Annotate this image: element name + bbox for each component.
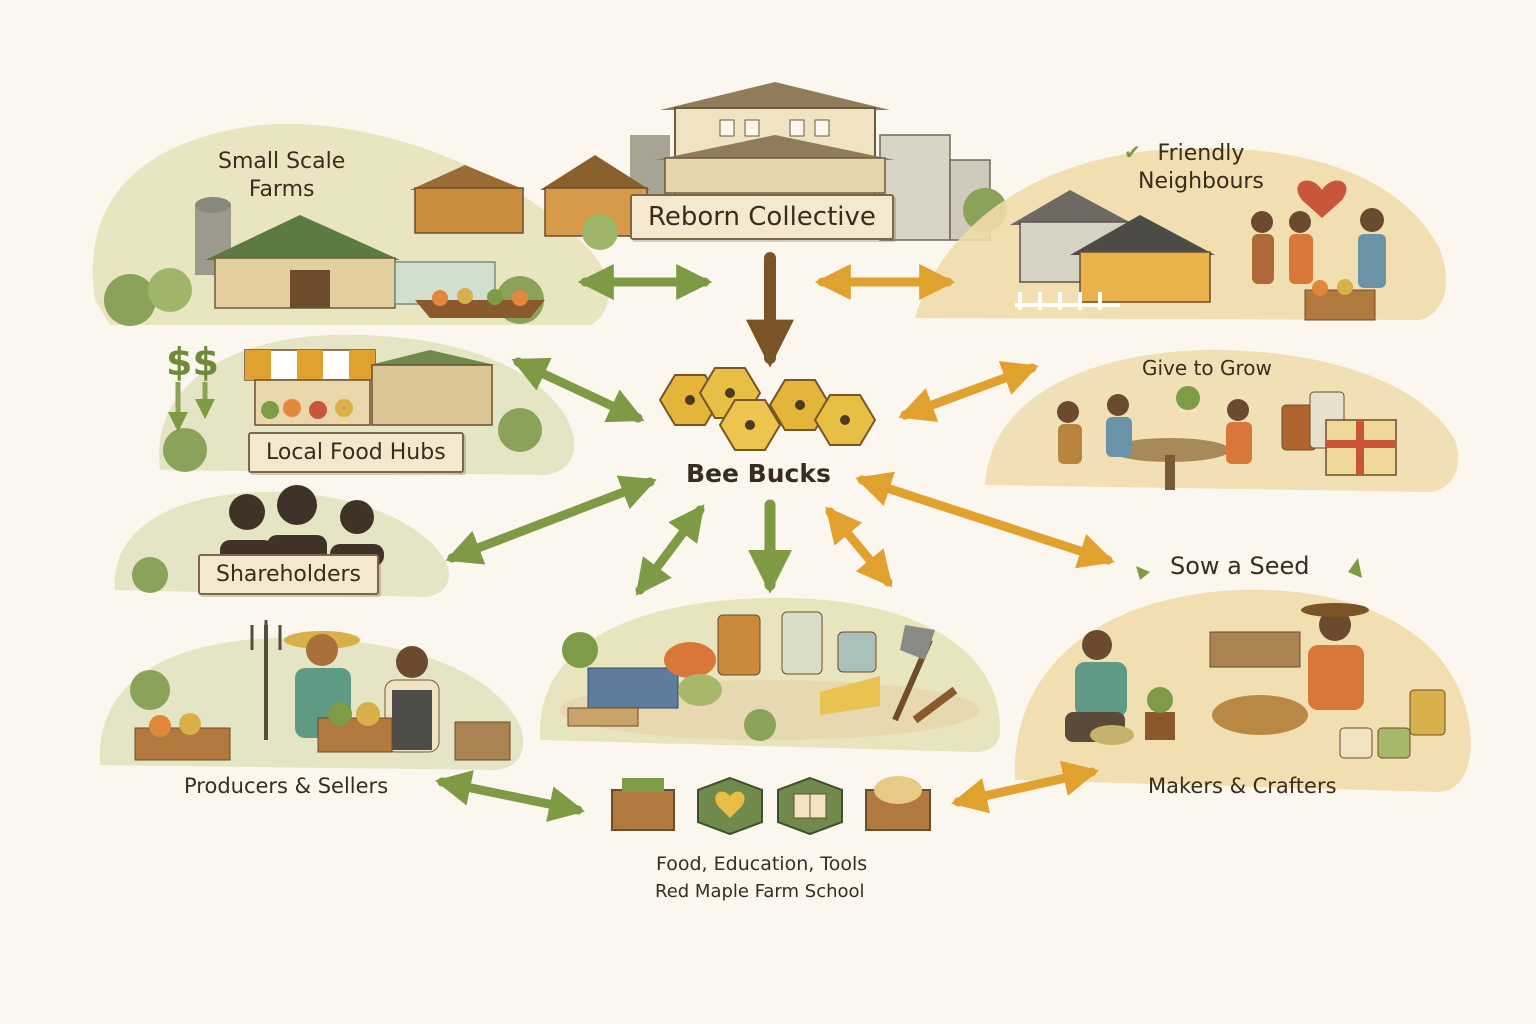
arrow-goods-makers [950, 760, 1100, 814]
bee-bucks-coins [658, 367, 877, 451]
arrow-beebucks-down-right [825, 506, 893, 588]
vignette-small-scale-farms [92, 123, 609, 326]
bread-basket-icon [865, 776, 931, 831]
flow-arrows [434, 252, 1115, 822]
vignette-producers-sellers [99, 620, 524, 770]
arrow-producers-goods [434, 770, 586, 822]
makers-crafters-label: Makers & Crafters [1148, 774, 1337, 798]
give-to-grow-label: Give to Grow [1142, 356, 1272, 380]
arrow-beebucks-sowaseed [855, 471, 1115, 569]
vignette-give-to-grow [985, 349, 1459, 492]
local-food-hubs-label: Local Food Hubs [248, 432, 464, 473]
heart-badge-icon [697, 776, 763, 836]
red-maple-farm-school-label: Red Maple Farm School [655, 881, 865, 902]
bottom-icons [611, 776, 931, 836]
vignette-friendly-neighbours [915, 148, 1447, 321]
food-education-tools-label: Food, Education, Tools [656, 853, 868, 875]
vignette-central-goods [539, 597, 1000, 752]
arrow-foodhubs-beebucks [511, 357, 645, 423]
friendly-neighbours-label: Friendly Neighbours [1138, 141, 1264, 194]
shareholders-label: Shareholders [198, 554, 380, 595]
producers-sellers-label: Producers & Sellers [184, 774, 389, 798]
arrow-givetogrow-beebucks [898, 361, 1039, 422]
arrow-beebucks-shareholders [445, 475, 657, 565]
sow-a-seed-label: Sow a Seed [1170, 552, 1310, 580]
vignette-sow-a-seed [1014, 558, 1471, 792]
reborn-collective-label: Reborn Collective [630, 194, 894, 240]
food-crate-icon [611, 778, 675, 831]
dollar-signs: $$ [166, 340, 219, 384]
arrow-beebucks-down-left [635, 504, 705, 596]
check-icon: ✔ [1124, 140, 1141, 164]
book-badge-icon [777, 776, 843, 836]
small-scale-farms-label: Small Scale Farms [218, 149, 346, 202]
bee-bucks-label: Bee Bucks [686, 459, 831, 488]
